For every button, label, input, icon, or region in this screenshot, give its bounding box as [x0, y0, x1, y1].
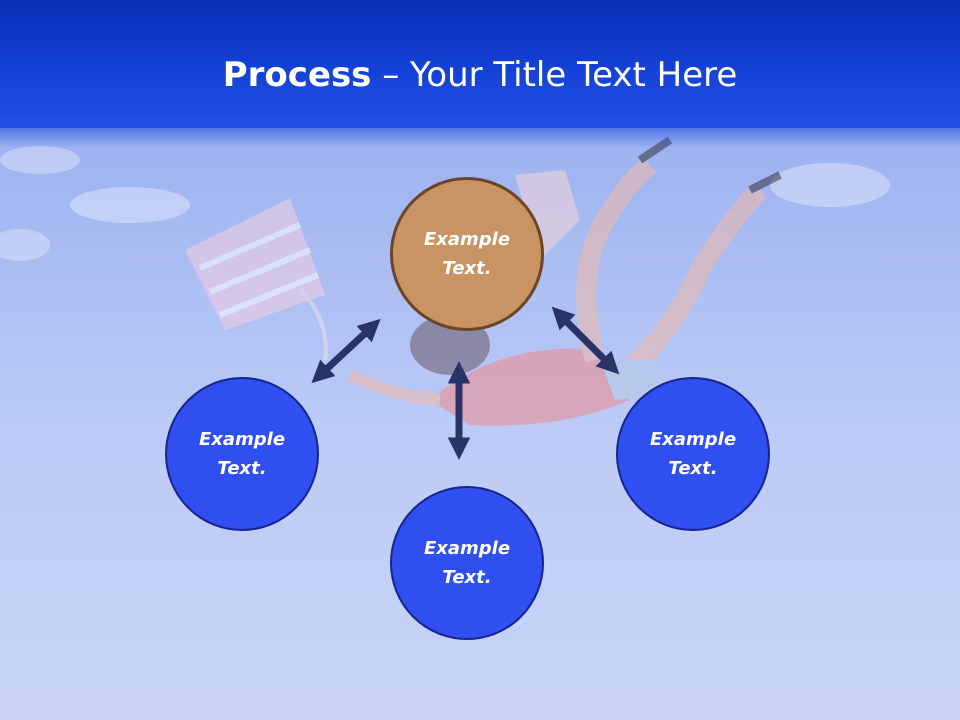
cloud-shape: [0, 229, 50, 261]
cloud-shape: [770, 163, 890, 207]
arrow-top-left: [311, 318, 381, 384]
node-left-label: Example Text.: [198, 429, 286, 479]
node-bottom: Example Text.: [390, 486, 544, 640]
cloud-shape: [0, 146, 80, 174]
slide-title: Process – Your Title Text Here: [0, 52, 960, 98]
node-top: Example Text.: [390, 177, 544, 331]
node-right: Example Text.: [616, 377, 770, 531]
title-rest: – Your Title Text Here: [371, 55, 738, 95]
node-top-label: Example Text.: [423, 229, 511, 279]
title-bar-fade: [0, 118, 960, 148]
arrow-top-right: [551, 306, 620, 375]
title-strong: Process: [222, 55, 372, 95]
node-bottom-label: Example Text.: [423, 538, 511, 588]
node-left: Example Text.: [165, 377, 319, 531]
title-bar: [0, 0, 960, 128]
node-right-label: Example Text.: [649, 429, 737, 479]
cloud-shape: [70, 187, 190, 223]
